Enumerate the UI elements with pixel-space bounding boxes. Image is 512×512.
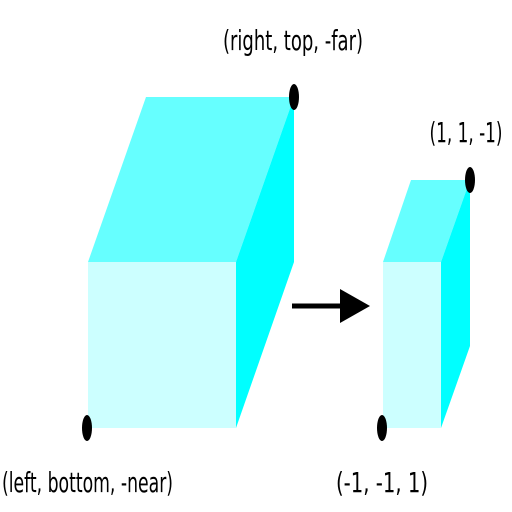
source-frustum bbox=[82, 84, 299, 441]
source-front-face bbox=[88, 262, 236, 428]
target-side-face bbox=[441, 180, 470, 428]
target-bottom-corner-marker bbox=[377, 415, 387, 441]
source-bottom-corner-marker bbox=[82, 415, 92, 441]
source-bottom-corner-label: (left, bottom, -near) bbox=[2, 466, 173, 499]
target-bottom-corner-label: (-1, -1, 1) bbox=[336, 466, 428, 499]
source-side-face bbox=[236, 97, 294, 428]
target-front-face bbox=[383, 262, 441, 428]
transform-arrow bbox=[292, 289, 370, 323]
target-top-corner-label: (1, 1, -1) bbox=[430, 116, 503, 149]
source-top-corner-label: (right, top, -far) bbox=[223, 24, 363, 57]
source-top-corner-marker bbox=[289, 84, 299, 110]
source-top-face bbox=[88, 97, 294, 262]
target-cube bbox=[377, 167, 475, 441]
target-top-corner-marker bbox=[465, 167, 475, 193]
